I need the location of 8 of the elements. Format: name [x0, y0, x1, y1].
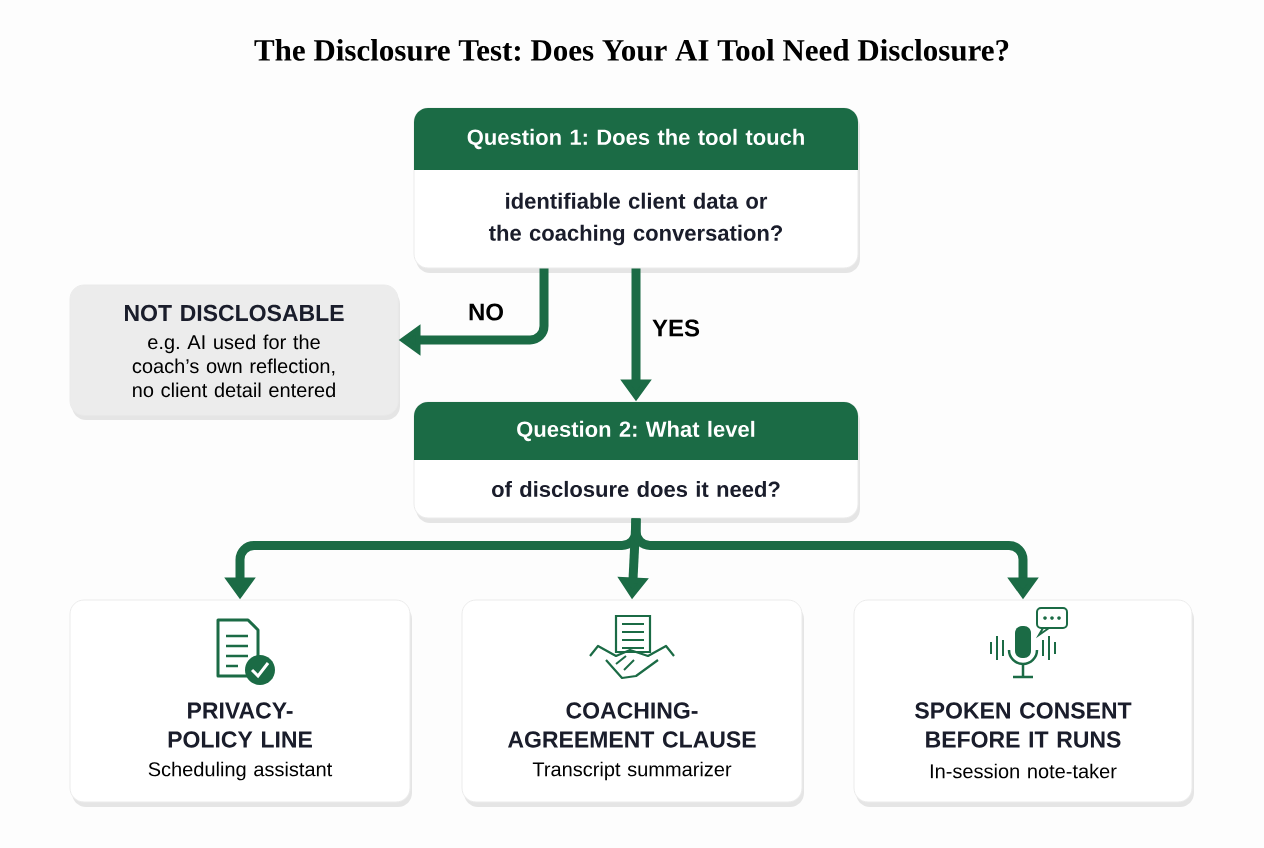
question-box: Question 1: Does the tool touch identifiable client data or the coaching conversation?: [413, 107, 860, 273]
example-card: PRIVACY-POLICY LINE Scheduling assistant: [69, 599, 412, 807]
title: The Disclosure Test: Does Your AI Tool Need Disclosure?: [254, 39, 1009, 61]
question-box: Question 2: What level of disclosure does it need?: [413, 401, 860, 523]
edge-label: NO: [466, 301, 506, 323]
example-card: COACHING-AGREEMENT CLAUSE Transcript summarizer: [461, 599, 804, 807]
example-card: SPOKEN CONSENT BEFORE IT RUNS In-session note-taker: [853, 599, 1194, 807]
outcome-box: NOT DISCLOSABLE e.g. AI used for the coach’s own reflection, no client detail entered: [69, 284, 400, 420]
